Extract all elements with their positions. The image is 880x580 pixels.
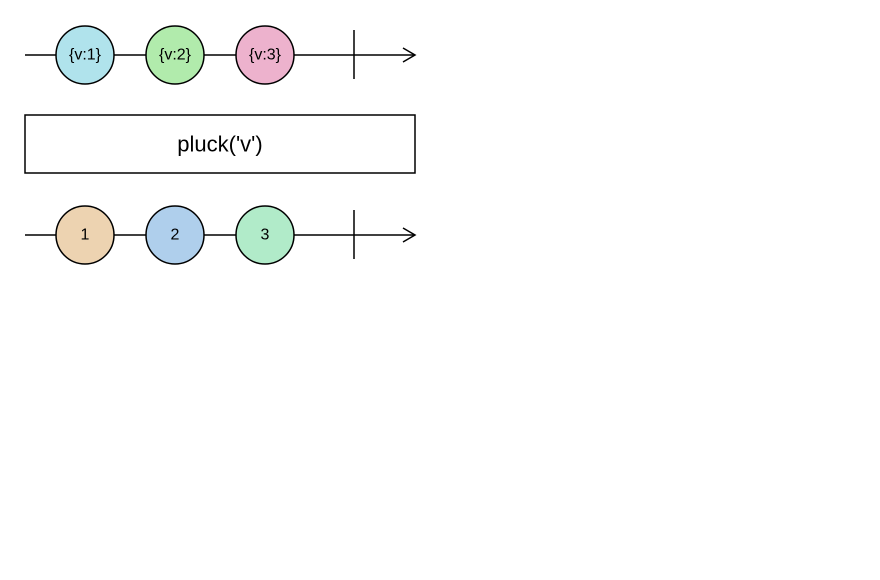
- output-stream: 1 2 3: [25, 205, 417, 265]
- input-stream: {v:1} {v:2} {v:3}: [25, 25, 417, 85]
- marble-label: {v:2}: [159, 47, 192, 64]
- marble-label: 3: [261, 227, 270, 244]
- operator-label: pluck('v'): [177, 132, 262, 157]
- marble-label: 1: [81, 227, 90, 244]
- output-marble-1: 1: [55, 205, 115, 265]
- marble-circle: [55, 25, 115, 85]
- marble-label: {v:1}: [69, 47, 102, 64]
- marble-label: {v:3}: [249, 47, 282, 64]
- marble-circle: [235, 205, 295, 265]
- output-marble-2: 2: [145, 205, 205, 265]
- input-marble-3: {v:3}: [235, 25, 295, 85]
- marble-circle: [145, 205, 205, 265]
- marble-circle: [145, 25, 205, 85]
- operator-frame: [24, 114, 416, 174]
- operator-box: pluck('v'): [24, 114, 416, 174]
- marble-circle: [235, 25, 295, 85]
- marble-circle: [55, 205, 115, 265]
- input-marble-1: {v:1}: [55, 25, 115, 85]
- input-arrow-head: [402, 47, 417, 63]
- output-arrow-head: [402, 227, 417, 243]
- marble-label: 2: [171, 227, 180, 244]
- input-marble-2: {v:2}: [145, 25, 205, 85]
- output-marble-3: 3: [235, 205, 295, 265]
